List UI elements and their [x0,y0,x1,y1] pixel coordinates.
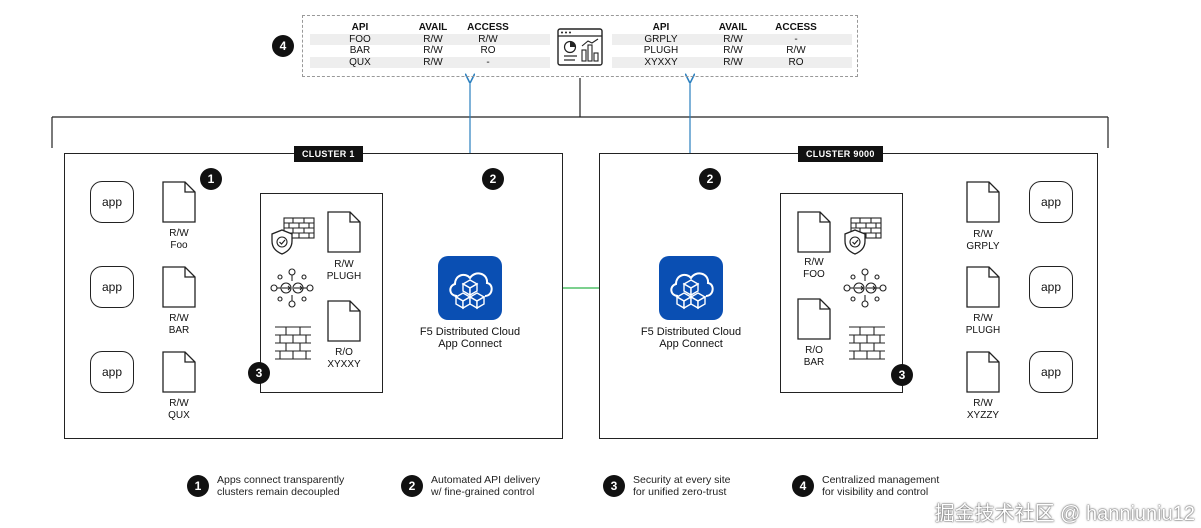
doc-label: R/W XYZZY [966,398,1000,421]
table-cell: FOO [349,33,371,45]
badge-api: 2 [482,168,504,190]
legend-badge: 2 [401,475,423,497]
badge-security: 3 [891,364,913,386]
f5-connector-tile [659,256,723,320]
doc-label: R/W Foo [169,228,189,251]
table-header: API [351,22,369,33]
doc-label: R/O BAR [803,345,825,368]
router-hub-icon [843,268,887,313]
table-cell: R/W [723,56,743,68]
legend-badge: 1 [187,475,209,497]
badge-security: 3 [248,362,270,384]
table-cell: RO [480,45,496,56]
legend-badge: 4 [792,475,814,497]
dashboard-icon [557,28,603,66]
table-row: PLUGH R/W R/W [612,45,852,57]
doc-label: R/W GRPLY [966,229,1000,252]
table-cell: - [794,33,798,45]
table-cell: XYXXY [644,56,678,68]
document-icon [162,266,196,313]
f5-connector-label: F5 Distributed Cloud App Connect [640,326,742,350]
legend-text: Centralized management for visibility an… [822,474,940,498]
shield-icon [843,229,867,260]
doc-label: R/W BAR [168,313,190,336]
document-icon [966,266,1000,313]
table-cell: R/W [786,45,806,56]
management-bracket [51,78,1109,148]
table-cell: BAR [349,45,371,56]
doc-label: R/W PLUGH [965,313,1001,336]
management-panel [302,15,858,77]
firewall-icon [848,326,886,365]
app-node: app [90,351,134,393]
table-header: AVAIL [718,22,748,33]
table-row: FOO R/W R/W [310,33,550,45]
document-icon [327,300,361,347]
document-icon [797,298,831,345]
table-cell: R/W [478,33,498,45]
table-row: XYXXY R/W RO [612,56,852,68]
table-cell: RO [788,56,804,68]
table-cell: R/W [423,33,443,45]
doc-label: R/W PLUGH [326,259,362,282]
f5-connector-tile [438,256,502,320]
table-header: AVAIL [418,22,448,33]
table-cell: R/W [423,56,443,68]
table-cell: R/W [723,45,743,56]
watermark: 掘金技术社区 @ hanniuniu12 [934,503,1195,525]
cluster1-security-box [260,193,383,393]
table-cell: R/W [723,33,743,45]
badge-api: 2 [699,168,721,190]
table-cell: GRPLY [644,33,678,45]
legend-text: Security at every site for unified zero-… [633,474,731,498]
table-row: BAR R/W RO [310,45,550,57]
legend-badge: 3 [603,475,625,497]
management-left-table: API AVAIL ACCESS FOO R/W R/W BAR R/W RO … [310,22,550,68]
legend-text: Automated API delivery w/ fine-grained c… [431,474,541,498]
firewall-icon [283,217,315,244]
app-node: app [1029,351,1073,393]
f5-connector-label: F5 Distributed Cloud App Connect [419,326,521,350]
document-icon [966,351,1000,398]
document-icon [797,211,831,258]
badge-apps: 1 [200,168,222,190]
table-cell: PLUGH [643,45,679,56]
table-cell: - [486,56,490,68]
table-row: QUX R/W - [310,56,550,68]
cluster1-label: CLUSTER 1 [294,146,363,162]
doc-label: R/W QUX [168,398,190,421]
document-icon [162,181,196,228]
app-node: app [1029,181,1073,223]
app-node: app [1029,266,1073,308]
table-cell: QUX [349,56,371,68]
table-row: GRPLY R/W - [612,33,852,45]
table-cell: R/W [423,45,443,56]
app-node: app [90,181,134,223]
table-header: ACCESS [775,22,817,33]
management-right-table: API AVAIL ACCESS GRPLY R/W - PLUGH R/W R… [612,22,852,68]
document-icon [966,181,1000,228]
document-icon [327,211,361,258]
cluster9000-label: CLUSTER 9000 [798,146,883,162]
table-header: ACCESS [467,22,509,33]
badge-management: 4 [272,35,294,57]
document-icon [162,351,196,398]
app-node: app [90,266,134,308]
router-hub-icon [270,268,314,313]
legend-text: Apps connect transparently clusters rema… [217,474,345,498]
doc-label: R/W FOO [803,257,825,280]
table-header: API [652,22,670,33]
firewall-icon [274,326,312,365]
doc-label: R/O XYXXY [327,347,361,370]
shield-icon [270,229,294,260]
